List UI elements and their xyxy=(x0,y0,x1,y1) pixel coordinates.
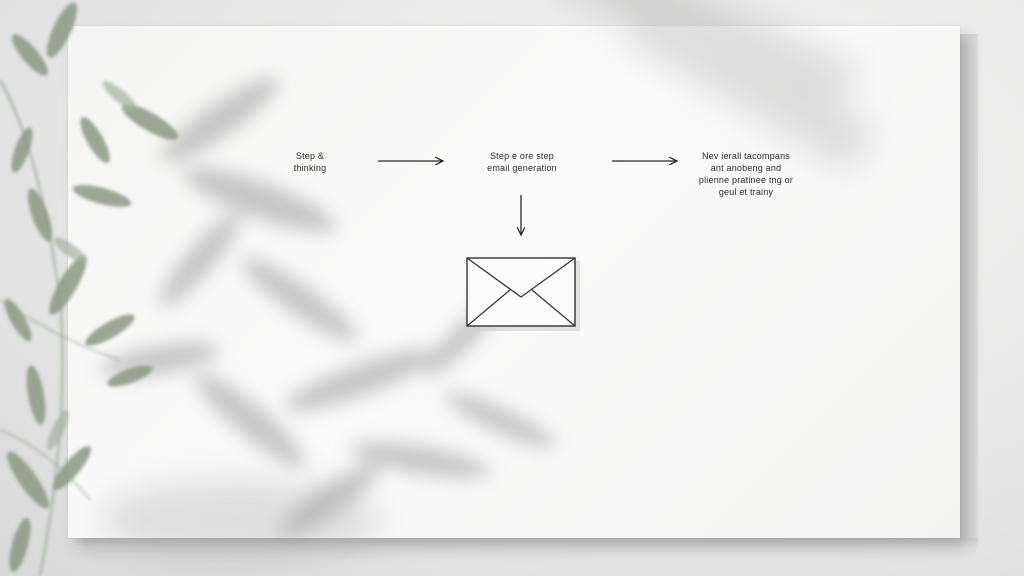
envelope-icon xyxy=(466,257,580,331)
board-side-edge xyxy=(960,34,978,540)
node-step-2-label: Step e ore step email generation xyxy=(487,151,557,173)
node-step-3-label: Nev ierall tacompans ant anobeng and pli… xyxy=(698,151,794,197)
board-bottom-edge xyxy=(76,538,978,548)
node-step-1-label: Step & thinking xyxy=(293,151,327,173)
